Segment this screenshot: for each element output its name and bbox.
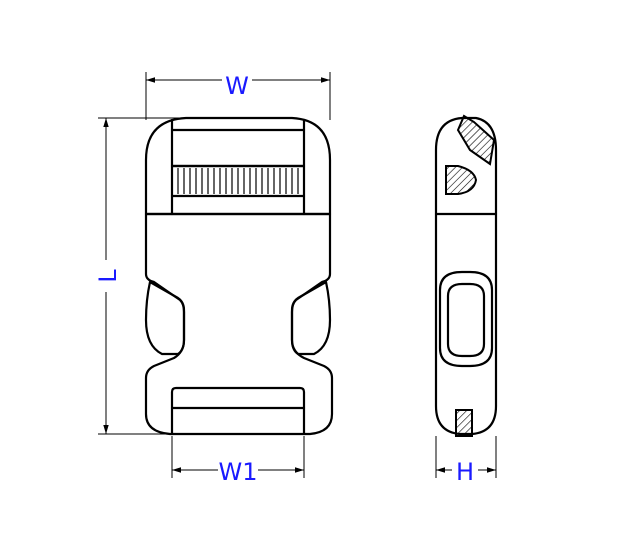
- label-h: H: [456, 458, 474, 486]
- dimension-l: L: [94, 117, 186, 435]
- side-view: [434, 114, 498, 437]
- left-latch: [144, 280, 186, 356]
- front-view: [144, 116, 334, 436]
- bar-supports: [170, 194, 306, 216]
- right-latch: [290, 280, 332, 356]
- front-top-slot: [170, 118, 306, 168]
- front-bottom-slot: [170, 386, 306, 436]
- side-window-inner: [446, 282, 486, 358]
- side-d-section: [445, 165, 478, 195]
- side-bottom-section: [455, 409, 473, 437]
- dimension-h: H: [435, 436, 497, 486]
- side-body: [434, 116, 498, 436]
- bar-ribs: [177, 168, 299, 194]
- dimension-w: W: [145, 68, 331, 120]
- ribbed-bar: [170, 164, 306, 198]
- side-top-section: [456, 114, 496, 166]
- side-window-outer: [438, 270, 494, 368]
- front-upper-body: [144, 116, 332, 216]
- label-l: L: [94, 269, 122, 283]
- dimension-w1: W1: [171, 436, 305, 486]
- label-w1: W1: [219, 458, 258, 486]
- label-w: W: [225, 72, 249, 100]
